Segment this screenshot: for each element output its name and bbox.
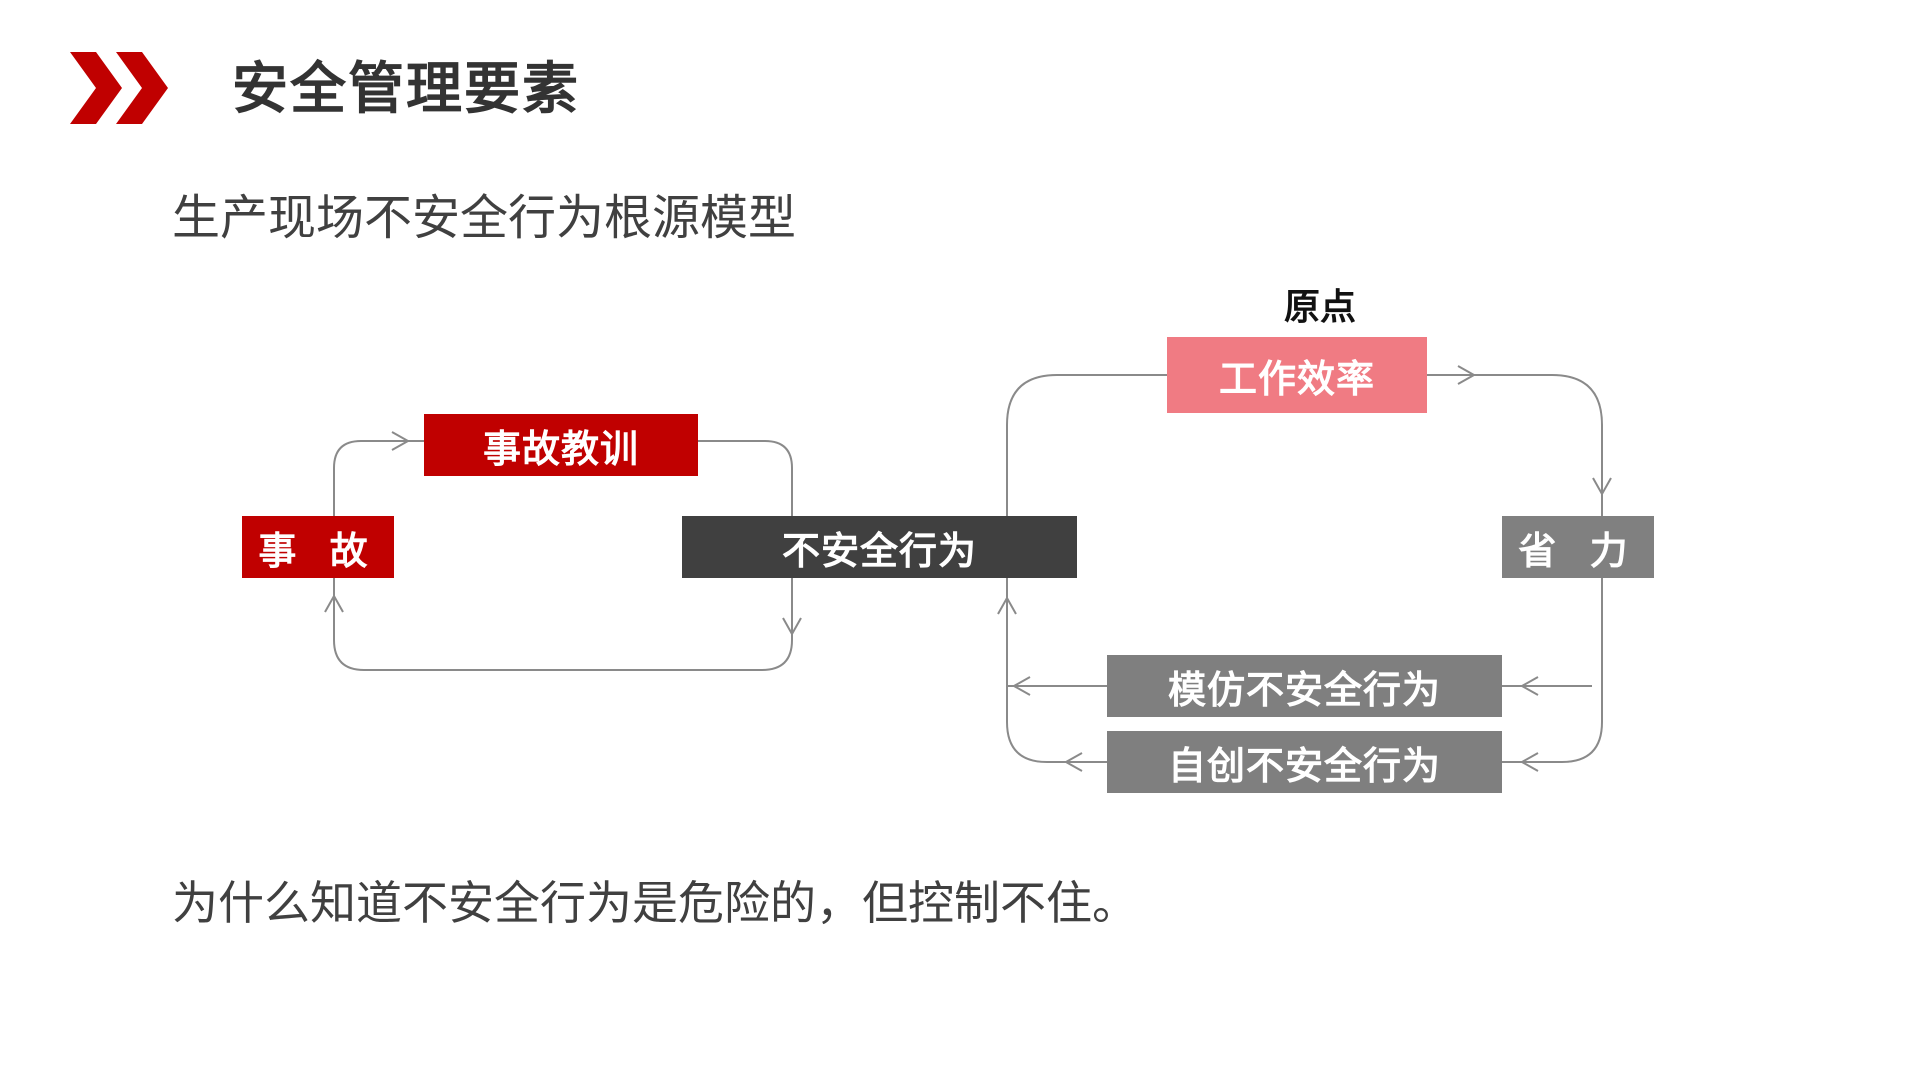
connector-lesson-to-unsafe <box>698 440 793 516</box>
node-accident-lesson: 事故教训 <box>424 414 698 476</box>
arrowhead-left-selfmade-out <box>1063 752 1083 772</box>
double-chevron-logo-icon <box>70 52 168 124</box>
arrowhead-left-imitate-in <box>1519 676 1539 696</box>
arrowhead-left-imitate-out <box>1011 676 1031 696</box>
connector-unsafe-to-accident <box>333 578 793 671</box>
node-accident: 事 故 <box>242 516 394 578</box>
arrowhead-down-effort <box>1592 477 1612 497</box>
connector-effort-to-selfmade <box>1502 578 1603 763</box>
node-selfmade-unsafe: 自创不安全行为 <box>1107 731 1502 793</box>
node-imitate-unsafe: 模仿不安全行为 <box>1107 655 1502 717</box>
page-title: 安全管理要素 <box>232 57 580 122</box>
arrowhead-to-lesson <box>391 431 411 451</box>
connector-selfmade-to-unsafe <box>1006 578 1107 763</box>
node-save-effort: 省 力 <box>1502 516 1654 578</box>
question-text: 为什么知道不安全行为是危险的，但控制不住。 <box>172 876 1138 930</box>
diagram-subtitle: 生产现场不安全行为根源模型 <box>172 190 797 246</box>
origin-label: 原点 <box>1283 287 1356 328</box>
connector-accident-to-lesson <box>333 440 424 516</box>
connector-unsafe-to-efficiency <box>1006 374 1167 516</box>
node-work-efficiency: 工作效率 <box>1167 337 1427 413</box>
node-unsafe-behavior: 不安全行为 <box>682 516 1077 578</box>
arrowhead-down-unsafe <box>782 617 802 637</box>
arrowhead-left-selfmade-in <box>1519 752 1539 772</box>
connector-efficiency-to-effort <box>1427 374 1603 516</box>
arrowhead-right-efficiency <box>1457 365 1477 385</box>
arrowhead-up-unsafe <box>997 595 1017 615</box>
arrowhead-up-accident <box>324 593 344 613</box>
